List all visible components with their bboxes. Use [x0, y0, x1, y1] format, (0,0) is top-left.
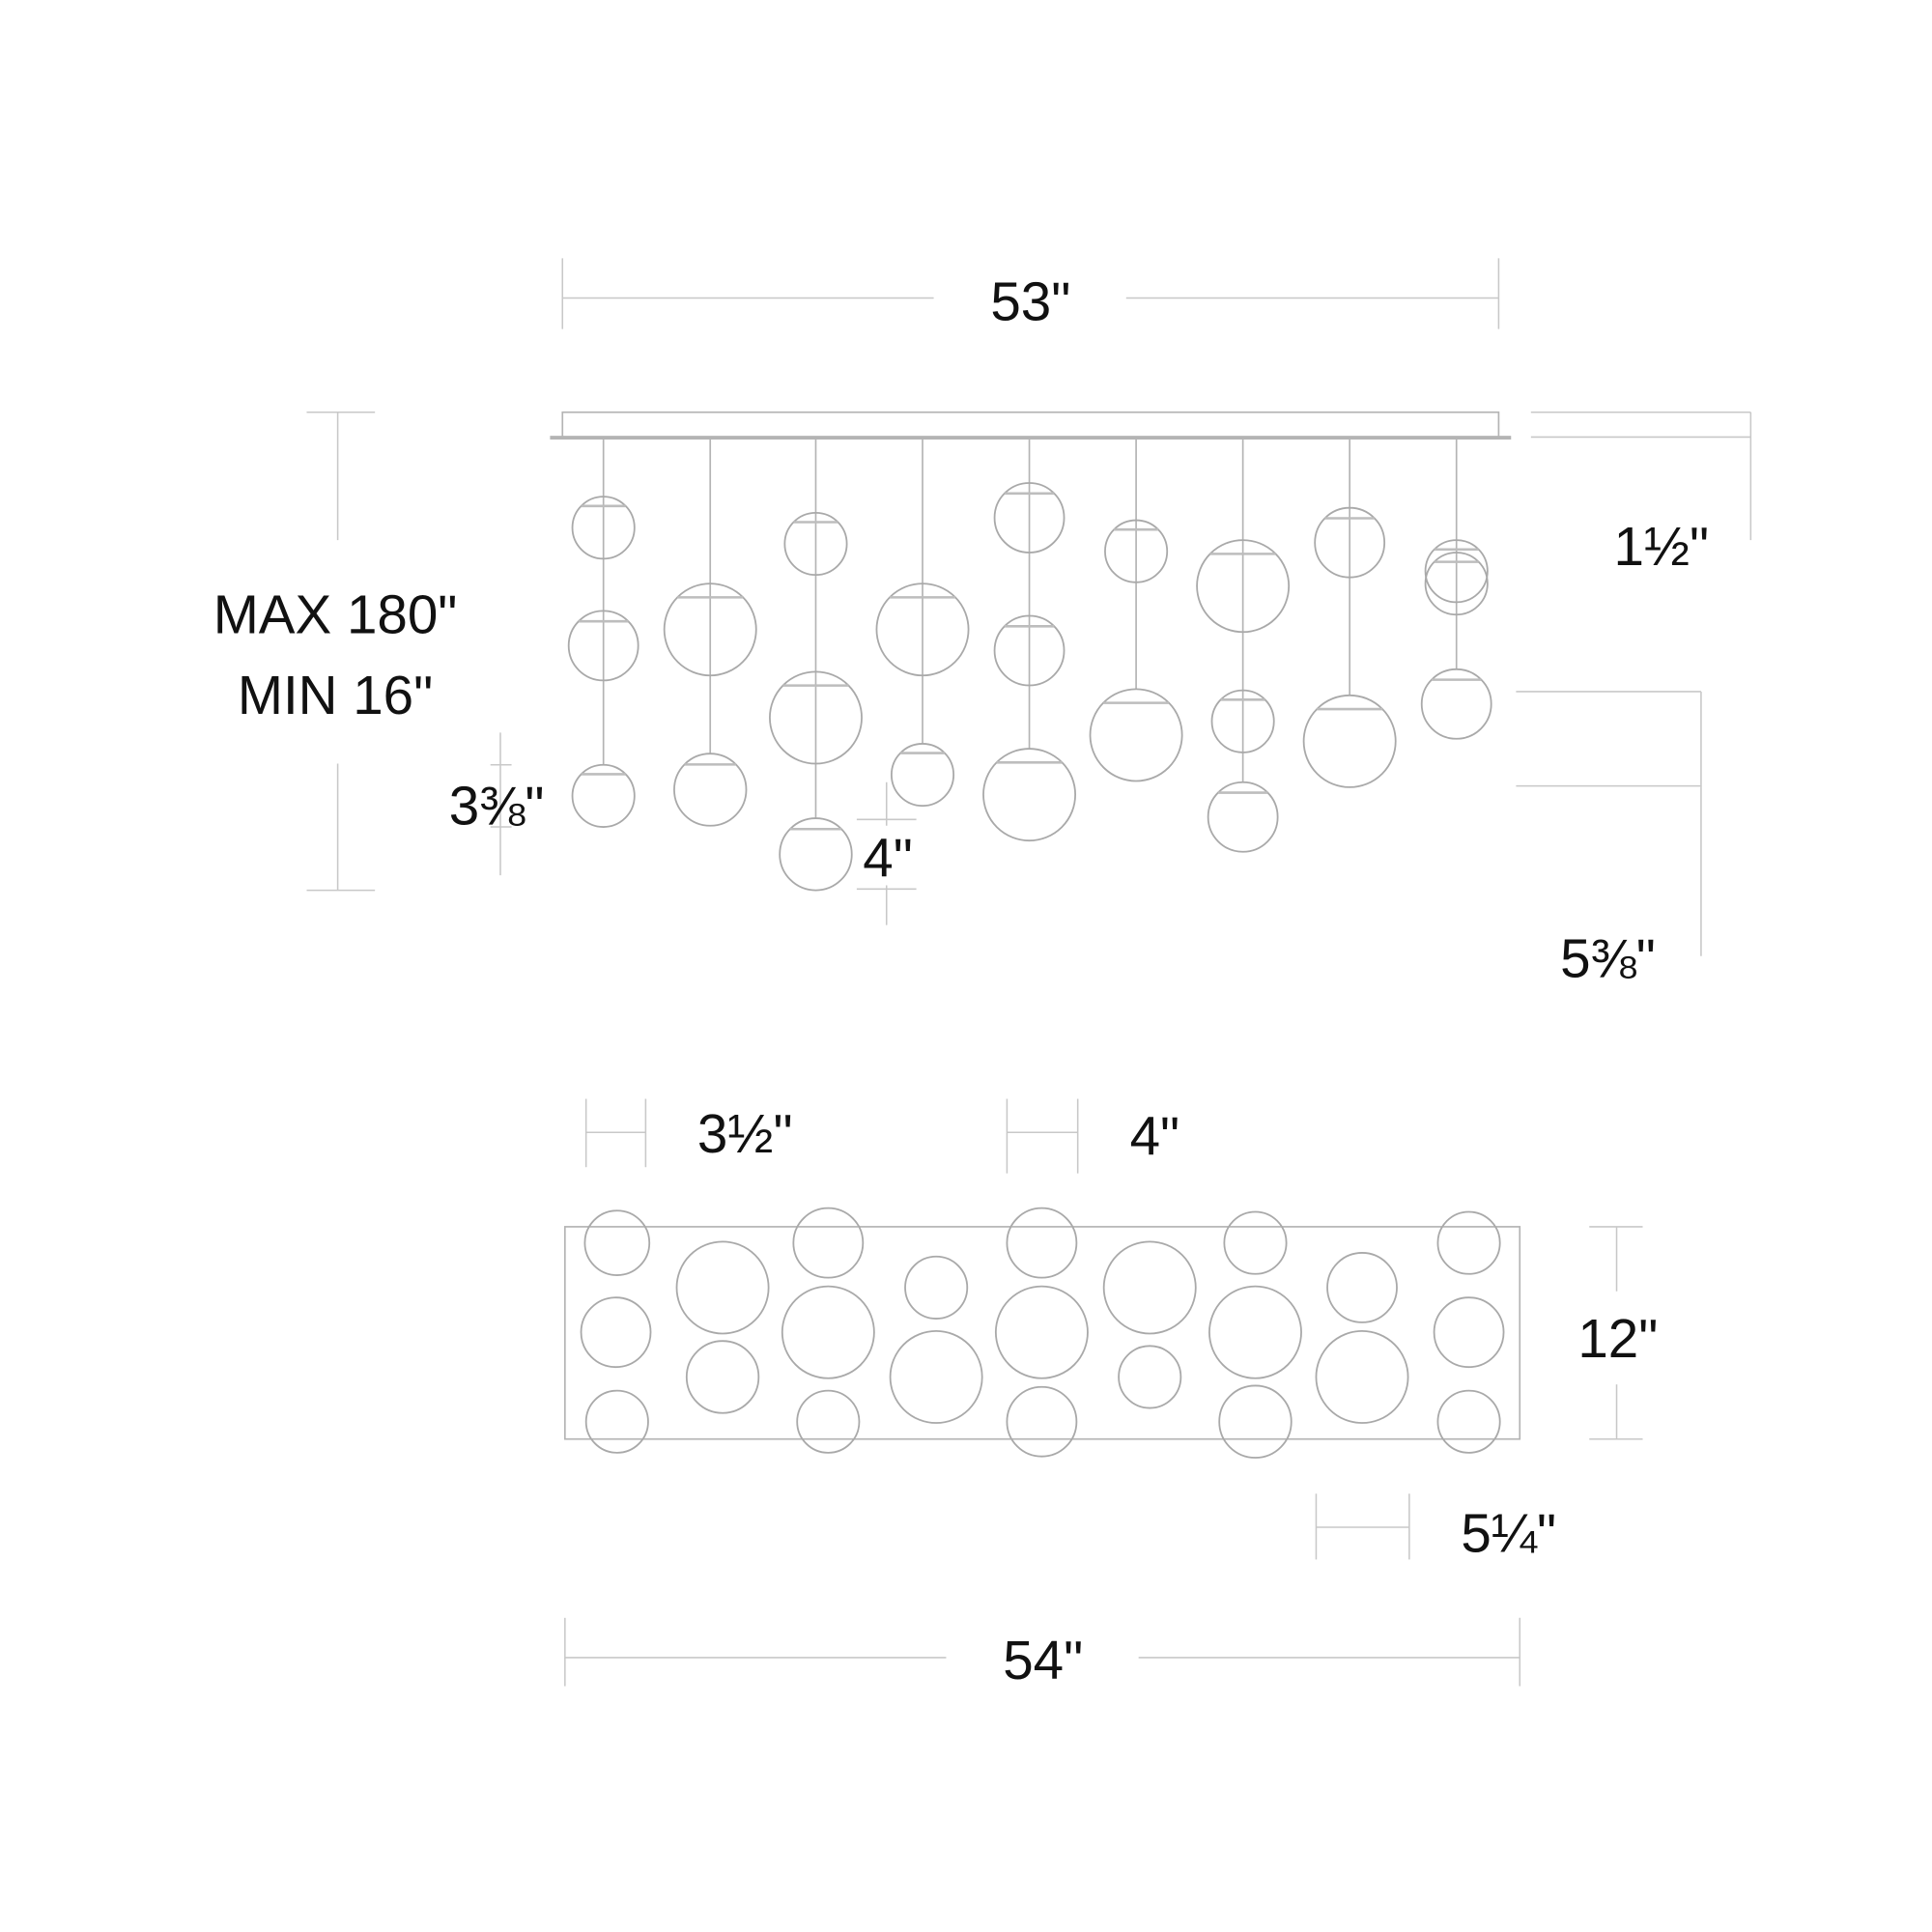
globe: [982, 748, 1077, 842]
globe: [779, 817, 853, 892]
globe-plan: [1436, 1210, 1501, 1275]
pendant-group: [567, 440, 1492, 892]
canopy-height-label: 1½": [1613, 516, 1709, 577]
globe-plan: [1118, 1345, 1182, 1409]
dim-front-width: 53": [561, 258, 1500, 332]
dim-top-large: 5¼": [1315, 1493, 1556, 1564]
globe: [1089, 688, 1183, 782]
pendant: [982, 440, 1077, 842]
dim-top-depth: 12": [1577, 1226, 1658, 1440]
small-globe-label: 3⅜": [449, 775, 545, 836]
globe: [663, 582, 757, 677]
dim-large-globe: 5⅜": [1516, 691, 1702, 989]
globe: [1104, 519, 1169, 583]
top-depth-label: 12": [1577, 1308, 1658, 1369]
globe-plan: [994, 1285, 1089, 1379]
canopy-plan: [563, 1226, 1521, 1440]
pendant: [1420, 440, 1492, 740]
dim-top-width: 54": [564, 1617, 1521, 1690]
globe: [571, 763, 636, 828]
pendant: [567, 440, 639, 828]
globe: [1424, 539, 1489, 604]
globe: [993, 482, 1065, 554]
globe-plan: [904, 1255, 969, 1320]
globe: [1196, 539, 1291, 634]
globe: [875, 582, 970, 677]
globe-plan: [889, 1329, 983, 1424]
min-height-label: MIN 16": [238, 665, 433, 725]
globe: [890, 743, 955, 808]
front-width-label: 53": [990, 271, 1070, 332]
pendant: [1302, 440, 1397, 788]
globe-plan: [1006, 1385, 1078, 1458]
top-medium-label: 4": [1130, 1105, 1180, 1166]
globe: [769, 670, 863, 765]
globe-plan: [1315, 1329, 1409, 1424]
globe-plan: [1208, 1285, 1302, 1379]
globe: [1420, 668, 1492, 740]
globe-plan: [1433, 1296, 1505, 1369]
globe-plan: [584, 1389, 649, 1454]
pendant: [875, 440, 970, 808]
top-width-label: 54": [1003, 1630, 1083, 1690]
large-globe-label: 5⅜": [1560, 928, 1656, 989]
dim-top-medium: 4": [1006, 1098, 1180, 1174]
dim-small-globe: 3⅜": [449, 732, 545, 876]
globe-plan: [685, 1340, 760, 1414]
pendant: [663, 440, 757, 827]
globe: [1210, 689, 1275, 753]
globe-plan: [792, 1207, 865, 1279]
globe: [1302, 694, 1397, 788]
globe: [993, 614, 1065, 687]
globe-plan: [1218, 1384, 1293, 1459]
globe-plan: [580, 1296, 652, 1369]
globe-plan: [796, 1389, 861, 1454]
pendant: [769, 440, 863, 892]
dim-top-small: 3½": [584, 1098, 793, 1168]
globe-plan: [1326, 1252, 1398, 1323]
globe-plan: [1223, 1210, 1288, 1275]
globe-plan: [781, 1285, 875, 1379]
globe: [1424, 552, 1489, 616]
dim-canopy-height: 1½": [1530, 411, 1752, 577]
globe: [1314, 506, 1386, 579]
globe-plan: [1102, 1240, 1197, 1335]
top-large-label: 5¼": [1461, 1503, 1556, 1564]
dim-medium-globe: 4": [856, 781, 920, 925]
globe-plan-group: [580, 1207, 1505, 1459]
globe-plan: [1006, 1207, 1078, 1279]
top-small-label: 3½": [697, 1103, 793, 1164]
globe: [571, 496, 636, 560]
pendant: [1089, 440, 1183, 782]
pendant: [1196, 440, 1291, 853]
globe: [673, 753, 748, 827]
globe-plan: [1436, 1389, 1501, 1454]
globe-plan: [583, 1209, 651, 1276]
max-height-label: MAX 180": [213, 584, 458, 645]
globe: [567, 610, 639, 682]
globe: [1207, 781, 1279, 853]
dim-overall-height: MAX 180" MIN 16": [213, 411, 458, 892]
medium-globe-label: 4": [863, 827, 913, 888]
globe: [783, 511, 848, 577]
canopy: [550, 411, 1512, 440]
globe-plan: [675, 1240, 770, 1335]
